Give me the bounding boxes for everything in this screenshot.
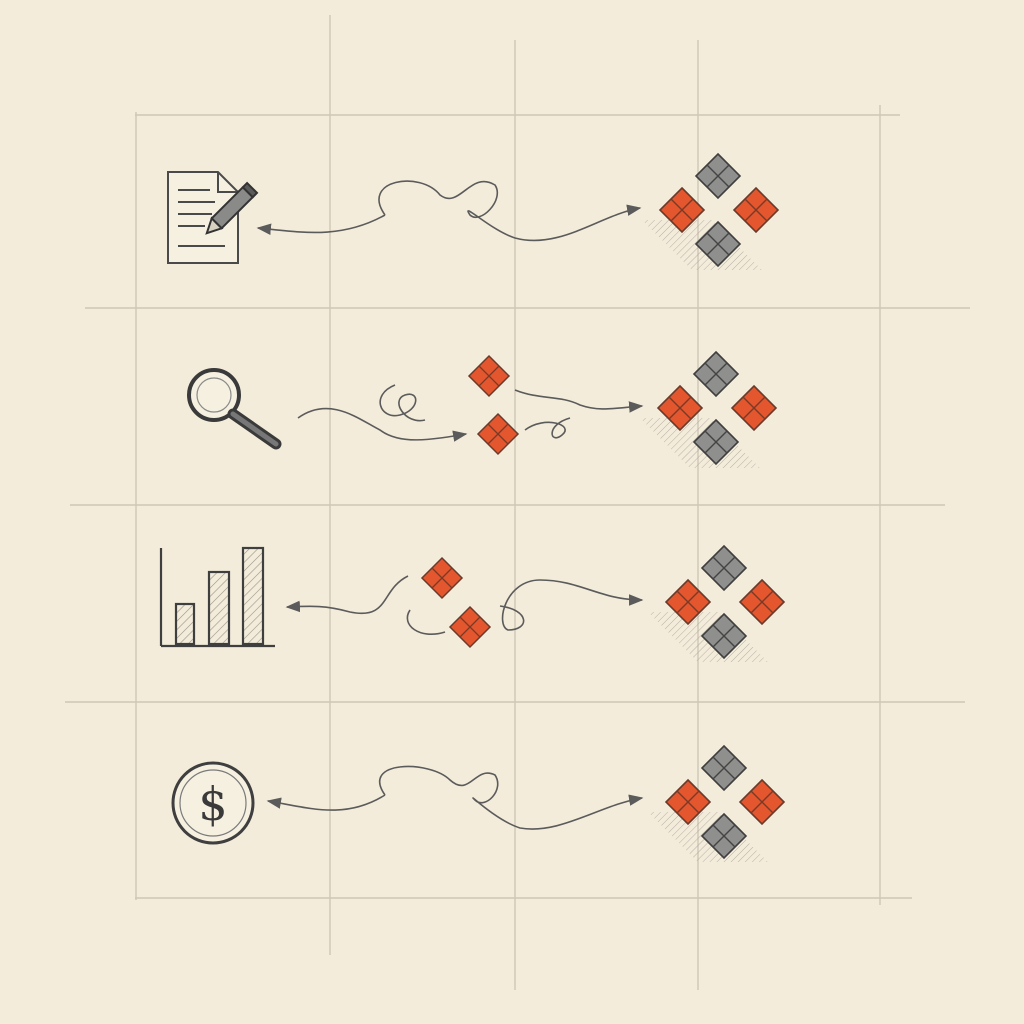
connector-squiggle [378, 765, 644, 830]
diamond-cluster [642, 154, 778, 270]
connector-loop [379, 384, 426, 422]
connector-left [285, 575, 409, 615]
connector-squiggle-lower [297, 407, 468, 442]
grid [65, 15, 970, 990]
intermediate-diamond-1 [468, 355, 510, 397]
row-4: $ [171, 746, 784, 862]
bar-chart-icon [159, 546, 275, 648]
connector-loop-right [524, 417, 571, 439]
intermediate-diamond-2 [449, 606, 491, 648]
document-edit-icon [167, 171, 259, 264]
connector-right [499, 579, 644, 631]
diamond-cluster [648, 746, 784, 862]
dollar-symbol: $ [198, 777, 227, 831]
connector-left [266, 794, 386, 811]
intermediate-diamond-2 [477, 413, 519, 455]
connector-loop [406, 609, 446, 635]
dollar-coin-icon: $ [171, 761, 255, 845]
connector-left [256, 214, 386, 235]
diamond-cluster [640, 352, 776, 468]
intermediate-diamond-1 [421, 557, 463, 599]
magnifying-glass-icon [187, 368, 282, 450]
row-1 [167, 154, 778, 270]
connector-right [514, 389, 644, 413]
diamond-cluster [648, 546, 784, 662]
row-3 [159, 546, 784, 662]
connector-squiggle [378, 180, 642, 242]
row-2 [187, 352, 776, 468]
